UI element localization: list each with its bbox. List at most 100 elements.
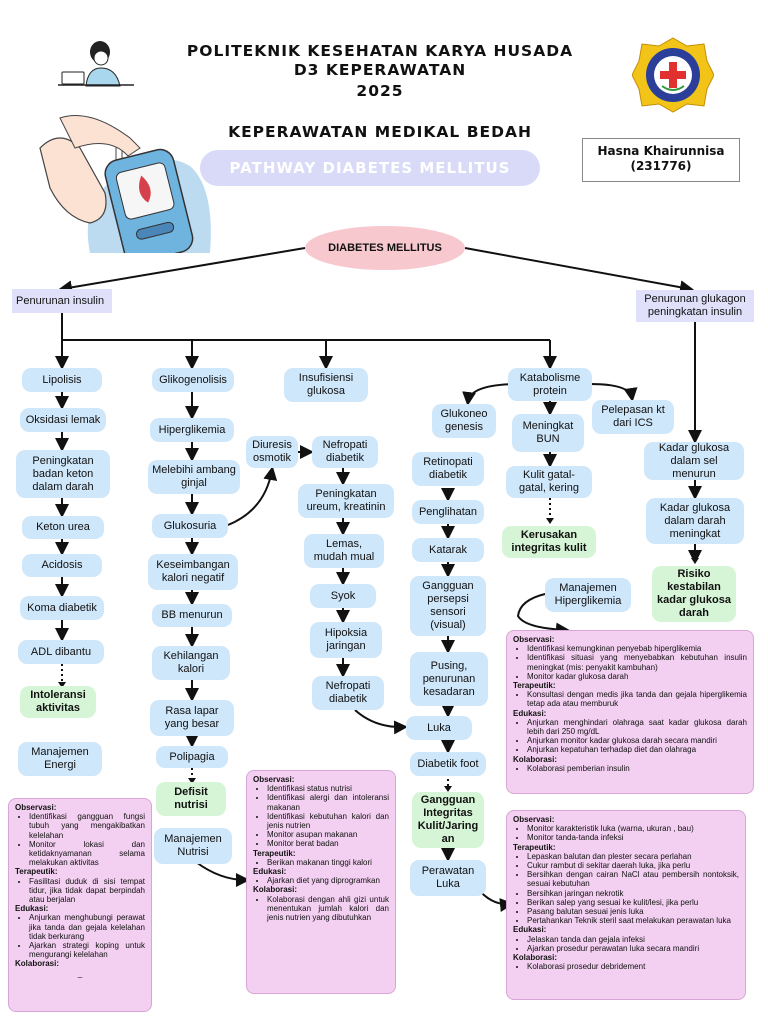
note-luka-edukasi-item: Jelaskan tanda dan gejala infeksi: [527, 935, 739, 944]
note-luka-terapeutik-item: Lepaskan balutan dan plester secara perl…: [527, 852, 739, 861]
note-energi-edukasi-item: Anjurkan menghubungi perawat jika tanda …: [29, 913, 145, 941]
note-luka-observasi-item: Monitor tanda-tanda infeksi: [527, 833, 739, 842]
note-luka-kolaborasi-item: Kolaborasi prosedur debridement: [527, 962, 739, 971]
node-hiperglikemia: Hiperglikemia: [150, 418, 234, 442]
node-adl-dibantu: ADL dibantu: [18, 640, 104, 664]
note-luka-observasi-heading: Observasi:: [513, 815, 555, 824]
note-hiper-observasi-item: Identifikasi situasi yang menyebabkan ke…: [527, 653, 747, 671]
note-nutrisi-kolaborasi-heading: Kolaborasi:: [253, 885, 298, 895]
glucometer-illustration: [39, 115, 211, 253]
note-hiper-terapeutik-heading: Terapeutik:: [513, 681, 556, 691]
node-lipolisis: Lipolisis: [22, 368, 102, 392]
node-katarak: Katarak: [412, 538, 484, 562]
node-kehilangan-kalori: Kehilangan kalori: [152, 646, 230, 680]
author-id: (231776): [630, 159, 692, 173]
node-luka: Luka: [406, 716, 472, 740]
pathway-title-banner: PATHWAY DIABETES MELLITUS: [200, 150, 540, 186]
note-nutrisi-edukasi-item: Ajarkan diet yang diprogramkan: [267, 876, 389, 885]
node-penurunan-insulin: Penurunan insulin: [12, 289, 112, 313]
note-nutrisi-observasi-item: Identifikasi alergi dan intoleransi maka…: [267, 793, 389, 811]
node-gangguan-persepsi: Gangguan persepsi sensori (visual): [410, 576, 486, 636]
note-nutrisi-terapeutik-heading: Terapeutik:: [253, 848, 296, 858]
note-luka-terapeutik-item: Pasang balutan sesuai jenis luka: [527, 907, 739, 916]
node-manajemen-nutrisi: Manajemen Nutrisi: [154, 828, 232, 864]
node-defisit-nutrisi: Defisit nutrisi: [156, 782, 226, 816]
node-nefropati-diabetik-1: Nefropati diabetik: [312, 436, 378, 468]
note-energi-edukasi-item: Ajarkan strategi koping untuk mengurangi…: [29, 941, 145, 959]
node-retinopati: Retinopati diabetik: [412, 452, 484, 486]
node-kulit-gatal: Kulit gatal-gatal, kering: [506, 466, 592, 498]
node-bb-menurun: BB menurun: [152, 604, 232, 627]
note-luka-terapeutik-item: Pertahankan Teknik steril saat melakukan…: [527, 916, 739, 925]
note-nutrisi-observasi-item: Identifikasi status nutrisi: [267, 784, 389, 793]
institution-name: POLITEKNIK KESEHATAN KARYA HUSADA: [186, 42, 574, 60]
note-energi-kolaborasi-value: _: [77, 968, 83, 978]
node-oksidasi-lemak: Oksidasi lemak: [20, 408, 106, 432]
node-glikogenolisis: Glikogenolisis: [152, 368, 234, 392]
node-peningkatan-keton: Peningkatan badan keton dalam darah: [16, 450, 110, 498]
note-energi-observasi-item: Identifikasi gangguan fungsi tubuh yang …: [29, 812, 145, 840]
note-hiper-kolaborasi-heading: Kolaborasi:: [513, 754, 558, 764]
note-hiper-edukasi-heading: Edukasi:: [513, 708, 547, 718]
course-title: KEPERAWATAN MEDIKAL BEDAH: [228, 123, 532, 141]
node-perawatan-luka: Perawatan Luka: [410, 860, 486, 896]
node-penglihatan: Penglihatan: [412, 500, 484, 524]
node-manajemen-energi: Manajemen Energi: [18, 742, 102, 776]
node-katabolisme-protein: Katabolisme protein: [508, 368, 592, 401]
node-keseimbangan-kalori: Keseimbangan kalori negatif: [148, 554, 238, 590]
node-kadar-glukosa-darah: Kadar glukosa dalam darah meningkat: [646, 498, 744, 544]
note-luka-observasi-item: Monitor karakteristik luka (warna, ukura…: [527, 824, 739, 833]
note-nutrisi-observasi-item: Monitor berat badan: [267, 839, 389, 848]
node-manajemen-hiperglikemia: Manajemen Hiperglikemia: [545, 578, 631, 612]
node-glukoneogenesis: Glukoneo genesis: [432, 404, 496, 438]
note-luka-terapeutik-item: Bersihkan jaringan nekrotik: [527, 889, 739, 898]
note-hiper-kolaborasi-item: Kolaborasi pemberian insulin: [527, 764, 747, 773]
note-energi-terapeutik-item: Fasilitasi duduk di sisi tempat tidur, j…: [29, 877, 145, 905]
note-energi-observasi-item: Monitor lokasi dan ketidaknyamanan selam…: [29, 840, 145, 868]
note-luka-kolaborasi-heading: Kolaborasi:: [513, 953, 558, 963]
note-hiper-terapeutik-item: Konsultasi dengan medis jika tanda dan g…: [527, 690, 747, 708]
pathway-title: PATHWAY DIABETES MELLITUS: [229, 159, 511, 177]
note-energi-kolaborasi-heading: Kolaborasi:: [15, 959, 60, 969]
note-hiper-observasi-heading: Observasi:: [513, 635, 555, 644]
note-perawatan-luka: Observasi: Monitor karakteristik luka (w…: [506, 810, 746, 1000]
note-manajemen-hiperglikemia: Observasi: Identifikasi kemungkinan peny…: [506, 630, 754, 794]
node-diuresis-osmotik: Diuresis osmotik: [246, 436, 298, 468]
note-nutrisi-edukasi-heading: Edukasi:: [253, 867, 287, 877]
note-hiper-observasi-item: Identifikasi kemungkinan penyebab hiperg…: [527, 644, 747, 653]
node-acidosis: Acidosis: [22, 554, 102, 577]
node-pelepasan-kt: Pelepasan kt dari ICS: [592, 400, 674, 434]
node-penurunan-glukagon: Penurunan glukagon peningkatan insulin: [636, 290, 754, 322]
note-energi-observasi-heading: Observasi:: [15, 803, 57, 812]
node-kadar-glukosa-sel: Kadar glukosa dalam sel menurun: [644, 442, 744, 480]
root-diabetes-mellitus: DIABETES MELLITUS: [305, 226, 465, 270]
note-luka-terapeutik-heading: Terapeutik:: [513, 842, 556, 852]
note-hiper-edukasi-item: Anjurkan menghindari olahraga saat kadar…: [527, 718, 747, 736]
node-glukosuria: Glukosuria: [152, 514, 228, 538]
node-syok: Syok: [310, 584, 376, 608]
institution-logo: [632, 37, 714, 113]
note-hiper-observasi-item: Monitor kadar glukosa darah: [527, 672, 747, 681]
author-name: Hasna Khairunnisa: [597, 144, 725, 158]
note-luka-terapeutik-item: Berikan salep yang sesuai ke kulit/lesi,…: [527, 898, 739, 907]
note-manajemen-energi: Observasi: Identifikasi gangguan fungsi …: [8, 798, 152, 1012]
node-insufisiensi-glukosa: Insufisiensi glukosa: [284, 368, 368, 402]
node-diabetik-foot: Diabetik foot: [410, 752, 486, 776]
node-gangguan-integritas: Gangguan Integritas Kulit/Jaring an: [412, 792, 484, 848]
note-nutrisi-kolaborasi-item: Kolaborasi dengan ahli gizi untuk menent…: [267, 895, 389, 923]
node-intoleransi-aktivitas: Intoleransi aktivitas: [20, 686, 96, 718]
note-nutrisi-observasi-item: Monitor asupan makanan: [267, 830, 389, 839]
note-hiper-edukasi-item: Anjurkan monitor kadar glukosa darah sec…: [527, 736, 747, 745]
note-nutrisi-terapeutik-item: Berikan makanan tinggi kalori: [267, 858, 389, 867]
node-meningkat-bun: Meningkat BUN: [512, 414, 584, 452]
note-energi-terapeutik-heading: Terapeutik:: [15, 867, 58, 877]
node-lemas: Lemas, mudah mual: [304, 534, 384, 568]
node-peningkatan-ureum: Peningkatan ureum, kreatinin: [298, 484, 394, 518]
note-luka-edukasi-heading: Edukasi:: [513, 925, 547, 935]
note-luka-terapeutik-item: Cukur rambut di sekitar daerah luka, jik…: [527, 861, 739, 870]
node-kerusakan-integritas: Kerusakan integritas kulit: [502, 526, 596, 558]
note-nutrisi-observasi-heading: Observasi:: [253, 775, 295, 784]
author-box: Hasna Khairunnisa (231776): [582, 138, 740, 182]
node-risiko-kestabilan: Risiko kestabilan kadar glukosa darah: [652, 566, 736, 622]
